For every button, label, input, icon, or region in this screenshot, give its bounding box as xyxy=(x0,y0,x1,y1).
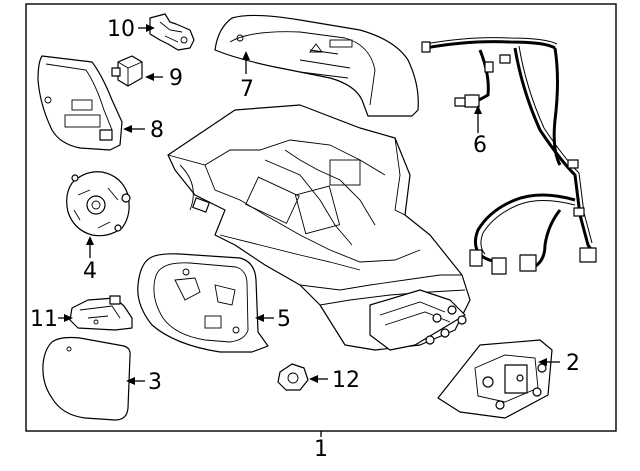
callout-7: 7 xyxy=(240,77,254,102)
mirror-glass xyxy=(42,336,131,421)
callout-6: 6 xyxy=(473,133,487,158)
turn-signal-lamp xyxy=(37,55,123,151)
mirror-assembly xyxy=(167,104,471,351)
callout-4: 4 xyxy=(83,259,97,284)
side-camera xyxy=(277,363,309,391)
leader-lines xyxy=(58,24,560,437)
callout-11: 11 xyxy=(30,307,58,332)
wiring-harness xyxy=(421,37,597,275)
callout-5: 5 xyxy=(277,307,291,332)
callout-9: 9 xyxy=(169,66,183,91)
callout-8: 8 xyxy=(150,118,164,143)
callout-12: 12 xyxy=(332,368,360,393)
callout-1: 1 xyxy=(314,437,328,462)
callout-10: 10 xyxy=(107,17,135,42)
callout-2: 2 xyxy=(566,351,580,376)
callout-labels: 1 2 3 4 5 6 7 8 9 10 11 12 xyxy=(30,17,580,462)
mounting-bracket xyxy=(437,339,553,419)
motor-actuator xyxy=(66,171,131,237)
puddle-lamp xyxy=(111,55,143,87)
callout-3: 3 xyxy=(148,370,162,395)
camera-bracket xyxy=(149,13,195,51)
housing-frame xyxy=(137,253,269,353)
cover-cap xyxy=(214,14,419,117)
blind-spot-module xyxy=(69,295,133,331)
